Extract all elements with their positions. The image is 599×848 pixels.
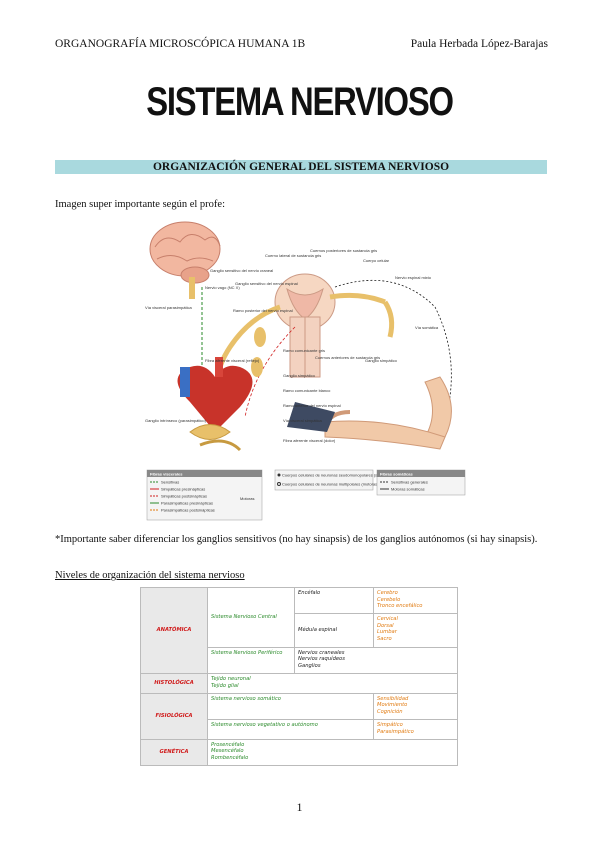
vegetativo-cell: Sistema nervioso vegetativo o autónomo xyxy=(207,719,374,740)
legend-visceral-item: Parasimpáticas postsinápticas xyxy=(161,508,215,513)
label-via-visceral-simpatica: Vía visceral simpática xyxy=(283,418,322,423)
levels-heading: Niveles de organización del sistema nerv… xyxy=(55,570,245,581)
genetica-parts-cell: Prosencéfalo Mesencéfalo Rombencéfalo xyxy=(207,738,458,767)
level-genetica: GENÉTICA xyxy=(140,738,208,767)
label-ramo-anterior: Ramo anterior del nervio espinal xyxy=(283,403,341,408)
histo-parts-cell: Tejido neuronal Tejido glial xyxy=(207,673,458,694)
legend-somatic-item: Sensitivas generales xyxy=(391,480,428,485)
legend-cell-item: Cuerpos celulares de neuronas seudomonop… xyxy=(282,473,395,478)
level-histologica: HISTOLÓGICA xyxy=(140,673,208,694)
label-ramo-comunicante-gris: Ramo comunicante gris xyxy=(283,348,325,353)
label-asta-anterior: Cuernos anteriores de sustancia gris xyxy=(315,355,380,360)
legend-visceral-item: Simpáticas presinápticas xyxy=(161,487,205,492)
page-title: SISTEMA NERVIOSO xyxy=(146,80,454,124)
section-banner-text: ORGANIZACIÓN GENERAL DEL SISTEMA NERVIOS… xyxy=(152,161,450,173)
snc-cell: Sistema Nervioso Central xyxy=(207,587,295,648)
label-via-somatica: Vía somática xyxy=(415,325,439,330)
spinal-cord-section xyxy=(274,273,336,378)
legend-visceral-item: Sensitivas xyxy=(161,480,179,485)
label-ramo-comunicante-blanco: Ramo comunicante blanco xyxy=(283,388,331,393)
table-row: Médula espinal Cervical Dorsal Lumbar Sa… xyxy=(141,613,458,648)
legend-visceral-title: Fibras viscerales xyxy=(150,472,183,477)
label-asta-posterior: Cuernos posteriores de sustancia gris xyxy=(310,248,377,253)
sympathetic-pathway xyxy=(244,326,296,418)
nervous-system-figure: Ganglio sensitivo del nervio craneal Ner… xyxy=(145,221,466,521)
figure-legend: Fibras viscerales Sensitivas Simpáticas … xyxy=(146,469,466,521)
levels-table: ANATÓMICA Sistema Nervioso Central Encéf… xyxy=(140,586,458,767)
legend-visceral-item: Simpáticas postsinápticas xyxy=(161,494,207,499)
legend-somatic-title: Fibras somáticas xyxy=(380,472,413,477)
section-banner: ORGANIZACIÓN GENERAL DEL SISTEMA NERVIOS… xyxy=(55,160,547,174)
table-row: FISIOLÓGICA Sistema nervioso somático Se… xyxy=(140,692,458,740)
header-author: Paula Herbada López-Barajas xyxy=(410,38,548,50)
legend-somatic-item: Motoras somáticas xyxy=(391,487,425,492)
sympathetic-chain xyxy=(251,327,266,377)
table-row: Sistema nervioso vegetativo o autónomo S… xyxy=(141,719,458,740)
label-ganglio-intrinseco: Ganglio intrínseco (parasimpático) xyxy=(145,418,207,423)
label-asta-lateral: Cuerno lateral de sustancia gris xyxy=(265,253,321,258)
label-via-visceral-parasimpatica: Vía visceral parasimpática xyxy=(145,305,192,310)
medula-parts-cell: Cervical Dorsal Lumbar Sacro xyxy=(373,613,458,648)
label-ganglio-simpatico-2: Ganglio simpático xyxy=(283,373,316,378)
level-anatomica: ANATÓMICA xyxy=(140,586,208,675)
somatico-cell: Sistema nervioso somático xyxy=(207,692,374,721)
level-fisiologica: FISIOLÓGICA xyxy=(140,692,208,740)
table-row: HISTOLÓGICA Tejido neuronal Tejido glial xyxy=(140,673,458,694)
somatico-parts-cell: Sensibilidad Movimiento Cognición xyxy=(373,692,458,721)
label-fibra-aferente-dolor: Fibra aferente visceral (dolor) xyxy=(283,438,336,443)
label-ganglio-sensitivo-craneal: Ganglio sensitivo del nervio craneal xyxy=(210,268,273,273)
table-row: ANATÓMICA Sistema Nervioso Central Encéf… xyxy=(140,586,458,675)
legend-cell-item: Cuerpos celulares de neuronas multipolar… xyxy=(282,482,379,487)
ganglia-note: *Importante saber diferenciar los gangli… xyxy=(55,534,538,545)
vegetativo-parts-cell: Simpático Parasimpático xyxy=(373,719,458,740)
encefalo-cell: Encéfalo xyxy=(294,586,374,615)
intro-text: Imagen super importante según el profe: xyxy=(55,199,225,210)
encefalo-parts-cell: Cerebro Cerebelo Tronco encefálico xyxy=(373,586,458,615)
label-nervio-espinal-mixto: Nervio espinal mixto xyxy=(395,275,432,280)
label-fibra-aferente-reflejo: Fibra aferente visceral (reflejo) xyxy=(205,358,260,363)
arm-illustration xyxy=(287,376,452,450)
table-row: GENÉTICA Prosencéfalo Mesencéfalo Romben… xyxy=(140,738,458,767)
label-asta-celular: Cuerpo celular xyxy=(363,258,390,263)
label-nervio-vago: Nervio vago (NC X) xyxy=(205,285,240,290)
legend-motoras: Motoras xyxy=(240,496,254,501)
label-ramo-posterior: Ramo posterior del nervio espinal xyxy=(233,308,293,313)
intestine-illustration xyxy=(189,424,242,452)
brain-illustration xyxy=(149,221,221,299)
snp-parts-cell: Nervios craneales Nervios raquídeos Gang… xyxy=(294,646,458,675)
label-ganglio-sensitivo-espinal: Ganglio sensitivo del nervio espinal xyxy=(235,281,298,286)
page-number: 1 xyxy=(296,800,303,814)
header-course-title: ORGANOGRAFÍA MICROSCÓPICA HUMANA 1B xyxy=(55,38,306,50)
snp-cell: Sistema Nervioso Periférico xyxy=(207,646,295,675)
heart-illustration xyxy=(177,357,253,432)
label-ganglio-simpatico: Ganglio simpático xyxy=(365,358,398,363)
medula-cell: Médula espinal xyxy=(294,613,374,648)
legend-visceral-item: Parasimpáticas presinápticas xyxy=(161,501,213,506)
